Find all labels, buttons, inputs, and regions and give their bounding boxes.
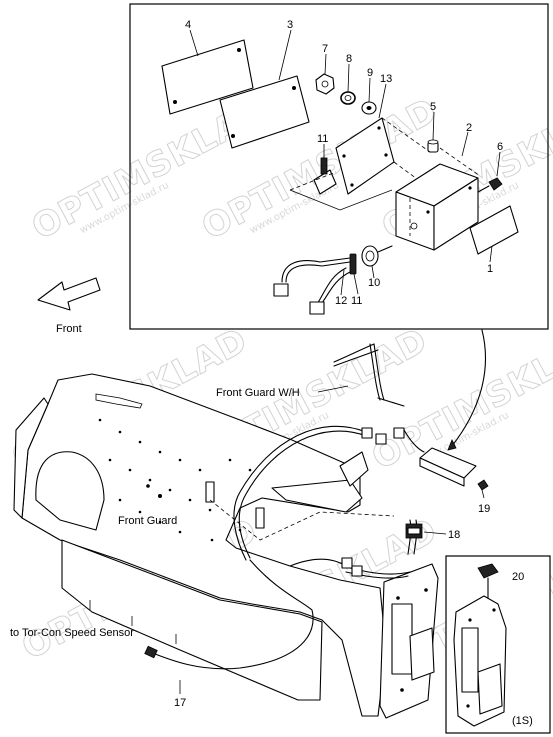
- part-11-connector-upper: [313, 144, 337, 195]
- callout-5: 5: [430, 101, 436, 113]
- callout-6: 6: [497, 141, 503, 153]
- callout-1: 1: [487, 263, 493, 275]
- part-12-harness: [273, 257, 351, 315]
- callout-4: 4: [185, 19, 191, 31]
- part-7-nut: [315, 53, 335, 95]
- callout-10: 10: [368, 277, 380, 289]
- label-front-guard: Front Guard: [118, 515, 177, 527]
- assembly-lines: [289, 117, 481, 211]
- part-9-washer: [361, 77, 377, 115]
- label-speed-sensor: to Tor-Con Speed Sensor: [10, 627, 134, 639]
- front-guard-harness: [144, 343, 489, 694]
- part-6-screw: [477, 151, 503, 193]
- part-11-connector-lower: [349, 253, 359, 295]
- label-front-guard-wh: Front Guard W/H: [216, 387, 300, 399]
- part-3-plate: [219, 29, 310, 149]
- part-8-spring-washer: [340, 63, 356, 105]
- guard-holes: [98, 418, 252, 542]
- leader-13: [378, 83, 387, 119]
- callout-11-upper: 11: [317, 133, 328, 145]
- callout-17: 17: [174, 697, 186, 709]
- callout-12: 12: [335, 295, 347, 307]
- callout-18: 18: [448, 529, 460, 541]
- callout-20: 20: [512, 571, 524, 583]
- part-2-housing: [395, 163, 479, 251]
- callout-9: 9: [367, 67, 373, 79]
- callout-2: 2: [466, 122, 472, 134]
- leader-wh: [317, 385, 349, 393]
- detail-leader: [451, 329, 487, 447]
- inset-1s: 20 (1S): [445, 555, 551, 734]
- callout-11-lower: 11: [351, 295, 362, 307]
- part-1-label: [469, 205, 519, 263]
- front-arrow: Front: [37, 277, 101, 335]
- inset-tag: (1S): [512, 715, 533, 727]
- callout-13: 13: [380, 73, 392, 85]
- callout-8: 8: [346, 53, 352, 65]
- callout-3: 3: [287, 19, 293, 31]
- front-arrow-label: Front: [56, 323, 82, 335]
- part-13-board: [335, 117, 395, 195]
- detail-frame: [129, 3, 549, 330]
- part-4-plate: [161, 29, 254, 115]
- leader-18: [423, 531, 447, 535]
- front-guard-body: [13, 373, 439, 719]
- leader-19: [481, 489, 485, 499]
- part-5-spacer: [427, 111, 439, 153]
- callout-7: 7: [322, 43, 328, 55]
- callout-19: 19: [478, 503, 490, 515]
- part-10-grommet: [361, 245, 393, 279]
